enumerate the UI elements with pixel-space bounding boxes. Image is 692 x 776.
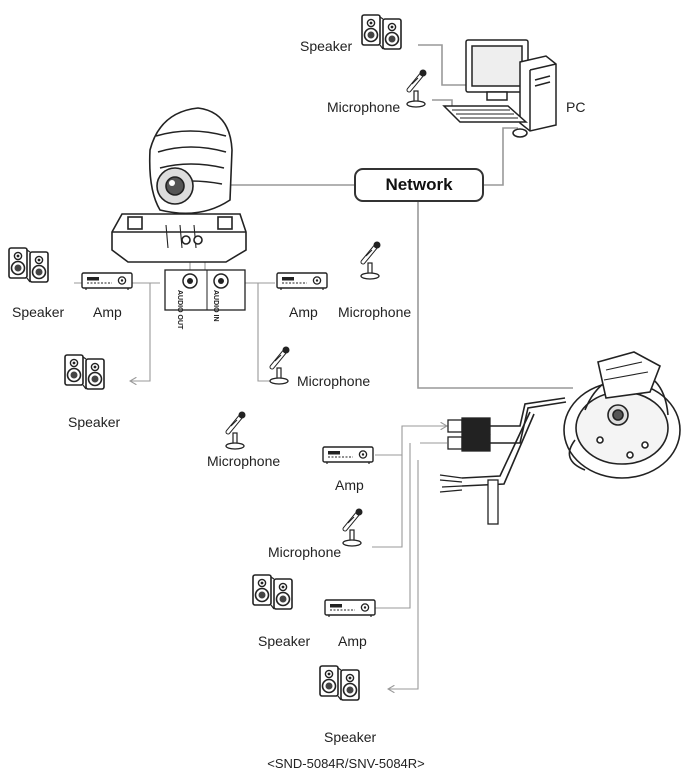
network-label: Network	[385, 175, 453, 194]
dome-camera-bottom-icon	[563, 351, 681, 479]
amp-icon	[276, 272, 328, 291]
speaker-label: Speaker	[258, 633, 311, 649]
pc-microphone-icon	[407, 70, 427, 108]
speaker-icon	[65, 355, 104, 389]
audio-in-label: AUDIO IN	[212, 290, 219, 322]
dome-camera-top-icon	[111, 107, 247, 263]
microphone-icon	[270, 347, 290, 385]
audio-cables	[461, 397, 567, 487]
amp-label: Amp	[338, 633, 367, 649]
speaker-label: Speaker	[12, 304, 65, 320]
speaker-label: Speaker	[68, 414, 121, 430]
amp-icon	[81, 272, 133, 291]
microphone-icon	[343, 509, 363, 547]
rca-connectors	[439, 417, 499, 525]
speaker-label: Speaker	[300, 38, 353, 54]
microphone-label: Microphone	[297, 373, 371, 389]
amp-label: Amp	[289, 304, 318, 320]
pc-speaker-icon	[362, 15, 401, 49]
microphone-label: Microphone	[327, 99, 401, 115]
pc-icon	[442, 39, 557, 138]
microphone-icon	[226, 412, 246, 450]
speaker-icon	[320, 666, 359, 700]
amp-icon	[324, 599, 376, 618]
audio-out-label: AUDIO OUT	[176, 290, 183, 330]
microphone-label: Microphone	[268, 544, 342, 560]
microphone-label: Microphone	[207, 453, 281, 469]
connection-lines	[220, 44, 573, 389]
amp-icon	[322, 446, 374, 465]
speaker-label: Speaker	[324, 729, 377, 745]
microphone-icon	[361, 242, 381, 280]
amp-label: Amp	[93, 304, 122, 320]
model-caption: <SND-5084R/SNV-5084R>	[267, 756, 425, 771]
speaker-icon	[9, 248, 48, 282]
pc-label: PC	[566, 99, 586, 115]
network-node: Network	[354, 168, 484, 202]
microphone-label: Microphone	[338, 304, 412, 320]
amp-label: Amp	[335, 477, 364, 493]
speaker-icon	[253, 575, 292, 609]
audio-port-panel: AUDIO OUT AUDIO IN	[164, 269, 246, 330]
